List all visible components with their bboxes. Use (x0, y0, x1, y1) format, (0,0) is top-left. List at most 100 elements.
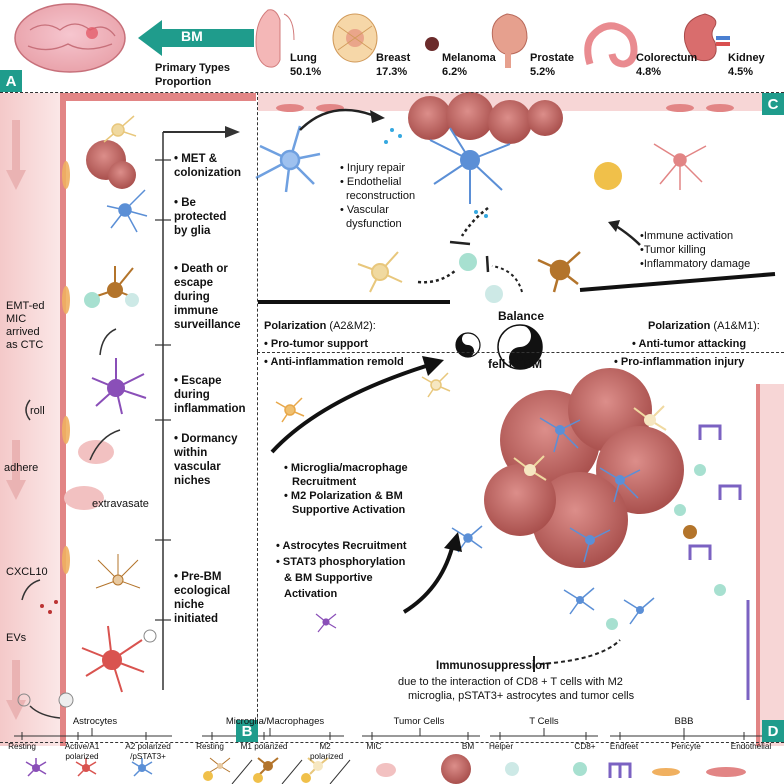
legend-tcell-helper: Helper (488, 742, 514, 751)
microglia-d-left (275, 397, 305, 423)
bm-arrow-icon (138, 20, 254, 56)
polar-left-item-2: • Anti-inflammation remold (264, 356, 404, 368)
breast-icon (332, 13, 378, 63)
yin-yang-icon (497, 324, 543, 370)
astrocyte-d-small (315, 613, 337, 633)
d-astro-2: • STAT3 phosphorylation (276, 556, 406, 568)
microglia-resting-a (95, 554, 141, 589)
ctc-line-2: MIC (6, 313, 27, 325)
d-astro-1: • Astrocytes Recruitment (276, 540, 407, 552)
yin-yang-small-icon (455, 332, 481, 358)
stage-1: • MET &colonization (174, 153, 242, 179)
legend-bbb-title: BBB (674, 716, 694, 727)
c-left-effect-3: reconstruction (346, 190, 416, 202)
legend-astrocytes-title: Astrocytes (72, 716, 118, 727)
colorectum-icon (584, 22, 638, 68)
astrocyte-d (451, 525, 483, 553)
c-left-effect-5: dysfunction (346, 218, 402, 230)
panel-a-tag: A (0, 70, 22, 92)
polar-left-item-1: • Pro-tumor support (264, 338, 369, 350)
panel-border-a-top (0, 92, 784, 93)
evs-label: EVs (6, 632, 27, 644)
immuno-line-1: due to the interaction of CD8 + T cells … (398, 676, 623, 688)
organ-colorectum-name: Colorectum (636, 52, 698, 64)
legend-micro-m1: M1 polarized (240, 742, 288, 751)
legend-icons (25, 754, 746, 784)
tumor-mass-d (484, 368, 684, 568)
legend-tumor-mic: MIC (366, 742, 382, 751)
legend-tcell-cd8: CD8+ (574, 742, 596, 751)
primary-types-label: Primary Types (155, 62, 231, 74)
kidney-icon (683, 13, 730, 62)
astrocyte-a1-a (81, 625, 145, 693)
legend-tcell-title: T Cells (529, 716, 559, 727)
polar-left-heading: Polarization (A2&M2): (264, 320, 376, 332)
organ-kidney-name: Kidney (728, 52, 765, 64)
legend-micro-resting: Resting (196, 742, 224, 751)
immuno-line-2: microglia, pSTAT3+ astrocytes and tumor … (408, 690, 635, 702)
ctc-line-1: EMT-ed (6, 300, 45, 312)
vessel-wall (60, 93, 256, 746)
d-micro-2: Recruitment (292, 476, 357, 488)
organ-lung-name: Lung (290, 52, 317, 64)
astrocyte-a1-c (653, 143, 707, 190)
prostate-icon (491, 13, 528, 68)
organ-melanoma-name: Melanoma (442, 52, 496, 64)
c-left-effect-1: • Injury repair (340, 162, 405, 174)
tumor-cluster-a (86, 140, 136, 189)
brain-icon (14, 3, 126, 73)
microglia-m1-c (537, 251, 581, 293)
microglia-m1-a (96, 266, 136, 299)
polar-right-item-2: • Pro-inflammation injury (614, 356, 745, 368)
panel-d-tag: D (762, 720, 784, 742)
astrocyte-a2-c-left (255, 125, 321, 193)
organ-kidney-pct: 4.5% (728, 66, 754, 78)
panel-border-legend (0, 742, 784, 743)
proportion-label: Proportion (155, 76, 212, 88)
bm-arrow-label: BM (181, 28, 203, 44)
organ-breast-name: Breast (376, 52, 411, 64)
legend-astro-a2: A2 polarized/pSTAT3+ (125, 742, 171, 761)
d-micro-3: • M2 Polarization & BM (284, 490, 403, 502)
legend-bbb-pericyte: Pericyte (671, 742, 701, 751)
panel-c-tag: C (762, 93, 784, 115)
legend-astro-resting: Resting (8, 742, 36, 751)
balance-line-2: fell to BM (488, 357, 542, 371)
organ-colorectum-pct: 4.8% (636, 66, 662, 78)
organ-lung-pct: 50.1% (290, 66, 322, 78)
d-astro-3: & BM Supportive (284, 572, 373, 584)
immuno-title: Immunosuppression (436, 660, 550, 672)
extravasate-label: extravasate (92, 498, 149, 510)
c-left-effect-2: • Endothelial (340, 176, 402, 188)
d-micro-1: • Microglia/macrophage (284, 462, 408, 474)
balance-line-1: Balance (498, 309, 545, 323)
d-astro-4: Activation (284, 588, 338, 600)
legend-bbb-endothelial: Endothelial (730, 742, 772, 751)
legend-microglia-title: Microglia/Macrophages (225, 716, 325, 727)
panel-border-c-left (257, 92, 258, 352)
legend-bbb-endfeet: Endfeet (609, 742, 639, 751)
melanoma-icon (425, 37, 439, 51)
d-micro-4: Supportive Activation (292, 504, 406, 516)
microglia-d-mid (421, 372, 451, 398)
tumor-cluster-c (408, 92, 563, 144)
panel-border-d-left (257, 352, 258, 742)
organ-prostate-pct: 5.2% (530, 66, 556, 78)
polar-right-heading: Polarization (A1&M1): (648, 320, 760, 332)
c-left-effect-4: • Vascular (340, 204, 389, 216)
astrocyte-a2-a (106, 189, 148, 233)
roll-label: roll (30, 405, 45, 417)
microglia-m2-a (103, 115, 137, 143)
ctc-line-3: arrived (6, 326, 40, 338)
microglia-m2-c (357, 251, 403, 293)
lung-icon (255, 9, 295, 68)
vessel-right-d (760, 384, 784, 746)
